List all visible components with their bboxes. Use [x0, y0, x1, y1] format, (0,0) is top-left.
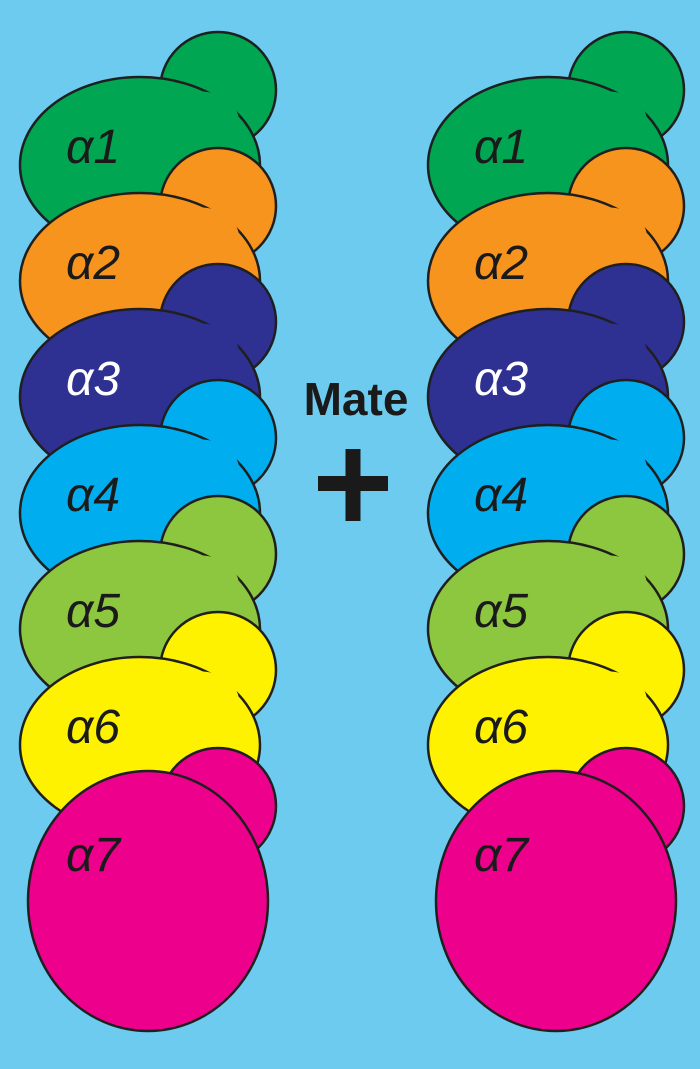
yeast-neck — [571, 208, 647, 268]
yeast-neck — [163, 92, 239, 152]
plus-icon — [318, 449, 388, 521]
yeast-neck — [163, 324, 239, 384]
cell-label: α5 — [474, 585, 528, 638]
yeast-neck — [571, 672, 647, 732]
yeast-neck — [163, 208, 239, 268]
yeast-neck — [163, 672, 239, 732]
cell-label: α4 — [474, 469, 528, 522]
yeast-neck — [571, 324, 647, 384]
cell-label: α6 — [474, 701, 528, 754]
yeast-neck — [575, 818, 651, 878]
cell-label: α3 — [474, 353, 528, 406]
mate-label: Mate — [304, 373, 409, 425]
cell-label: α7 — [474, 829, 530, 882]
right-yeast-stack: α1 α2 α3 α4 α5 α6 α7 — [428, 32, 684, 1031]
cell-label: α6 — [66, 701, 120, 754]
yeast-neck — [571, 556, 647, 616]
left-yeast-stack: α1 α2 α3 α4 α5 α6 α7 — [20, 32, 276, 1031]
yeast-neck — [163, 440, 239, 500]
yeast-neck — [571, 92, 647, 152]
mate-indicator: Mate — [304, 373, 409, 521]
yeast-body — [28, 771, 268, 1031]
yeast-neck — [163, 556, 239, 616]
yeast-neck — [571, 440, 647, 500]
cell-label: α2 — [66, 237, 120, 290]
cell-label: α4 — [66, 469, 120, 522]
cell-label: α2 — [474, 237, 528, 290]
cell-label: α1 — [474, 121, 528, 174]
yeast-neck — [167, 818, 243, 878]
cell-label: α1 — [66, 121, 120, 174]
yeast-body — [436, 771, 676, 1031]
cell-label: α7 — [66, 829, 122, 882]
cell-label: α3 — [66, 353, 120, 406]
cell-label: α5 — [66, 585, 120, 638]
